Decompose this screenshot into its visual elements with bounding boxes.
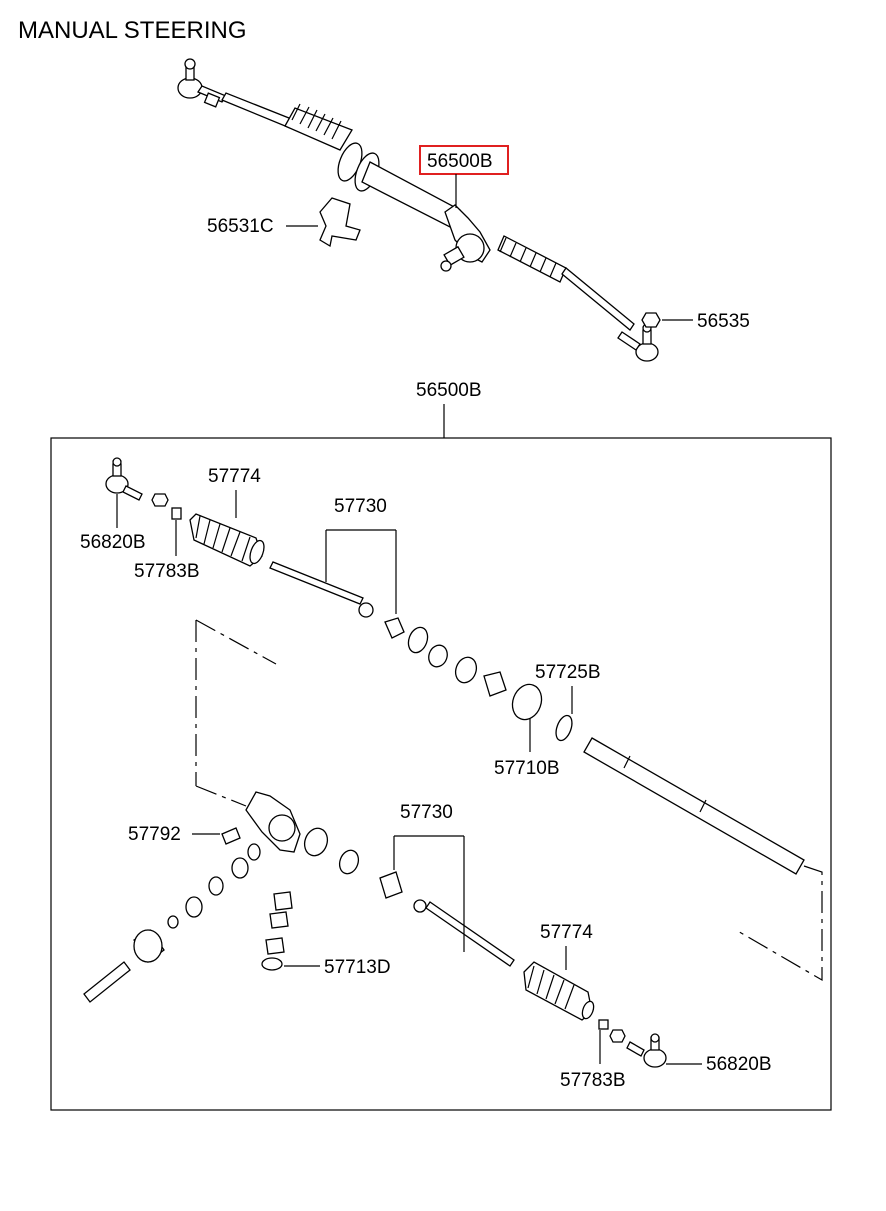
alignment-line-left	[195, 619, 277, 807]
label-56500b-box[interactable]: 56500B	[416, 380, 482, 401]
label-57710b[interactable]: 57710B	[494, 758, 560, 779]
steering-rack-assembly-illustration	[177, 58, 661, 362]
label-56500b-top[interactable]: 56500B	[427, 151, 493, 172]
exploded-lower-parts	[83, 791, 667, 1068]
label-57730-bottom[interactable]: 57730	[400, 802, 453, 823]
label-57725b[interactable]: 57725B	[535, 662, 601, 683]
label-57783b-right[interactable]: 57783B	[560, 1070, 626, 1091]
leader-57730-bottom	[393, 835, 465, 952]
label-57730-top[interactable]: 57730	[334, 496, 387, 517]
label-57774-top[interactable]: 57774	[208, 466, 261, 487]
label-57792[interactable]: 57792	[128, 824, 181, 845]
label-57774-bottom[interactable]: 57774	[540, 922, 593, 943]
label-57713d[interactable]: 57713D	[324, 957, 391, 978]
exploded-upper-parts	[105, 457, 805, 875]
label-56531c[interactable]: 56531C	[207, 216, 274, 237]
label-56820b-left[interactable]: 56820B	[80, 532, 146, 553]
leader-57730-top	[325, 529, 397, 614]
label-56820b-right[interactable]: 56820B	[706, 1054, 772, 1075]
label-57783b-left[interactable]: 57783B	[134, 561, 200, 582]
highlight-box	[419, 145, 509, 175]
exploded-view-frame	[50, 437, 832, 1111]
diagram-title: MANUAL STEERING	[18, 17, 246, 44]
label-56535[interactable]: 56535	[697, 311, 750, 332]
alignment-line-right	[735, 865, 823, 982]
